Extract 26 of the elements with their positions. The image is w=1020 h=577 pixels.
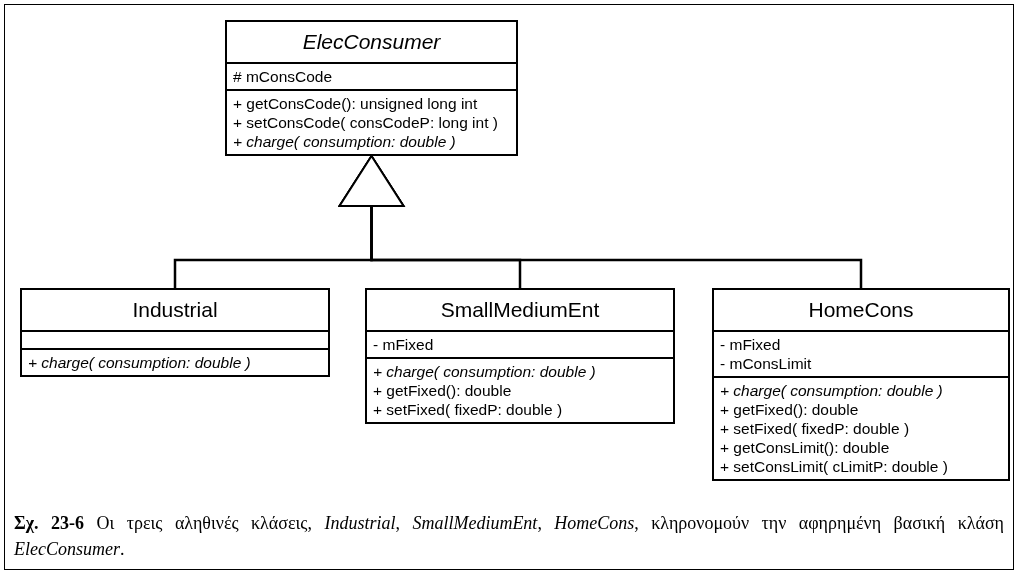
caption: Σχ. 23-6 Οι τρεις αληθινές κλάσεις, Industrial, SmallMediumEnt, HomeCons, κληρονομούν την αφηρημένη βασική κλάση ElecConsumer. — [14, 512, 1004, 561]
method-text: + setFixed( fixedP: double ) — [373, 400, 564, 419]
class-box — [712, 288, 1010, 481]
attribute-text: - mFixed — [720, 335, 782, 354]
method-text: + charge( consumption: double ) — [373, 362, 597, 381]
class-name: SmallMediumEnt — [440, 297, 600, 323]
method-text: + charge( consumption: double ) — [233, 132, 457, 151]
method-text: + setConsLimit( cLimitP: double ) — [720, 457, 949, 476]
method-text: + charge( consumption: double ) — [720, 381, 944, 400]
method-text: + setFixed( fixedP: double ) — [720, 419, 911, 438]
method-text: + getFixed(): double — [373, 381, 513, 400]
class-box — [20, 288, 330, 377]
attribute-text: - mFixed — [373, 335, 435, 354]
class-name: Industrial — [132, 297, 218, 323]
class-name: ElecConsumer — [302, 29, 441, 55]
method-text: + charge( consumption: double ) — [28, 353, 252, 372]
class-name: HomeCons — [808, 297, 914, 323]
attribute-text: # mConsCode — [233, 67, 334, 86]
method-text: + getConsCode(): unsigned long int — [233, 94, 479, 113]
inheritance-arrow — [338, 155, 863, 288]
method-text: + getFixed(): double — [720, 400, 860, 419]
method-text: + getConsLimit(): double — [720, 438, 891, 457]
method-text: + setConsCode( consCodeP: long int ) — [233, 113, 499, 132]
attribute-text: - mConsLimit — [720, 354, 813, 373]
class-box — [225, 20, 518, 156]
class-box — [365, 288, 675, 424]
